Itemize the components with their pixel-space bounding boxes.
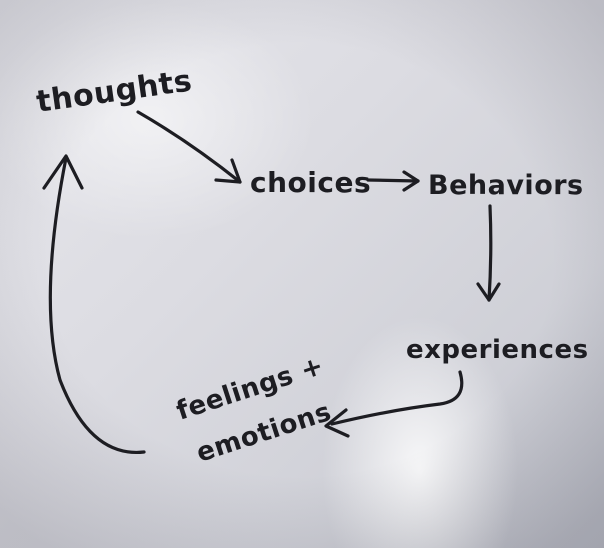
- node-thoughts: thoughts: [34, 63, 194, 119]
- node-choices: choices: [250, 166, 371, 199]
- arrow-feelings-to-thoughts: [42, 154, 146, 455]
- node-behaviors: Behaviors: [428, 170, 584, 201]
- arrow-choices-to-behaviors: [366, 170, 420, 192]
- node-experiences: experiences: [406, 335, 589, 365]
- arrow-experiences-to-feelings: [324, 370, 464, 438]
- arrow-thoughts-to-choices: [136, 110, 242, 184]
- arrow-behaviors-to-experiences: [476, 204, 501, 302]
